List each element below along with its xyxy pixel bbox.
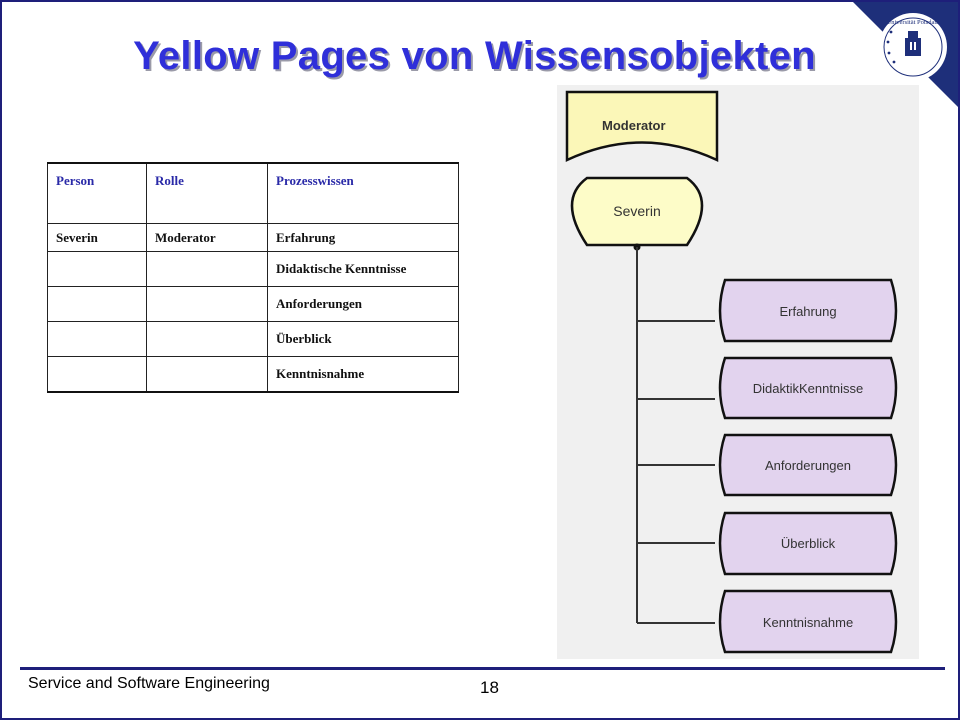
knowledge-box	[718, 356, 898, 420]
table-cell	[47, 286, 147, 322]
table-row: Überblick	[47, 321, 459, 357]
knowledge-label: Kenntnisnahme	[763, 615, 853, 630]
knowledge-label: Überblick	[781, 536, 836, 551]
knowledge-box	[718, 433, 898, 497]
header-prozesswissen: Prozesswissen	[267, 162, 459, 224]
footer-divider	[20, 667, 945, 670]
table-cell	[146, 251, 268, 287]
role-shape	[565, 90, 719, 162]
table-cell: Kenntnisnahme	[267, 356, 459, 393]
knowledge-label: DidaktikKenntnisse	[753, 381, 864, 396]
table-cell: Severin	[47, 223, 147, 252]
knowledge-label: Erfahrung	[779, 304, 836, 319]
table-cell	[47, 321, 147, 357]
table-cell: Anforderungen	[267, 286, 459, 322]
role-label: Moderator	[602, 118, 666, 133]
yellow-pages-table: Person Rolle Prozesswissen Severin Moder…	[47, 162, 459, 393]
person-label: Severin	[613, 203, 660, 219]
table-header-row: Person Rolle Prozesswissen	[47, 162, 459, 224]
table-cell: Didaktische Kenntnisse	[267, 251, 459, 287]
table-cell	[146, 321, 268, 357]
table-row: Kenntnisnahme	[47, 356, 459, 393]
footer-text: Service and Software Engineering	[28, 675, 270, 692]
table-row: Severin Moderator Erfahrung	[47, 223, 459, 252]
header-rolle: Rolle	[146, 162, 268, 224]
table-cell: Moderator	[146, 223, 268, 252]
page-number: 18	[480, 678, 499, 697]
knowledge-box	[718, 589, 898, 654]
table-cell	[146, 286, 268, 322]
table-cell	[47, 251, 147, 287]
table-cell: Erfahrung	[267, 223, 459, 252]
table-cell: Überblick	[267, 321, 459, 357]
table-row: Didaktische Kenntnisse	[47, 251, 459, 287]
person-shape	[570, 176, 704, 247]
table-cell	[47, 356, 147, 393]
table-row: Anforderungen	[47, 286, 459, 322]
header-person: Person	[47, 162, 147, 224]
knowledge-label: Anforderungen	[765, 458, 851, 473]
knowledge-box	[718, 511, 898, 576]
slide-title: Yellow Pages von Wissensobjekten	[133, 34, 816, 78]
table-cell	[146, 356, 268, 393]
knowledge-diagram: Moderator Severin Erfahrung DidaktikKenn…	[557, 85, 919, 659]
knowledge-box	[718, 278, 898, 343]
university-logo: Universität Potsdam	[853, 2, 958, 107]
logo-text: Universität Potsdam	[887, 19, 940, 26]
